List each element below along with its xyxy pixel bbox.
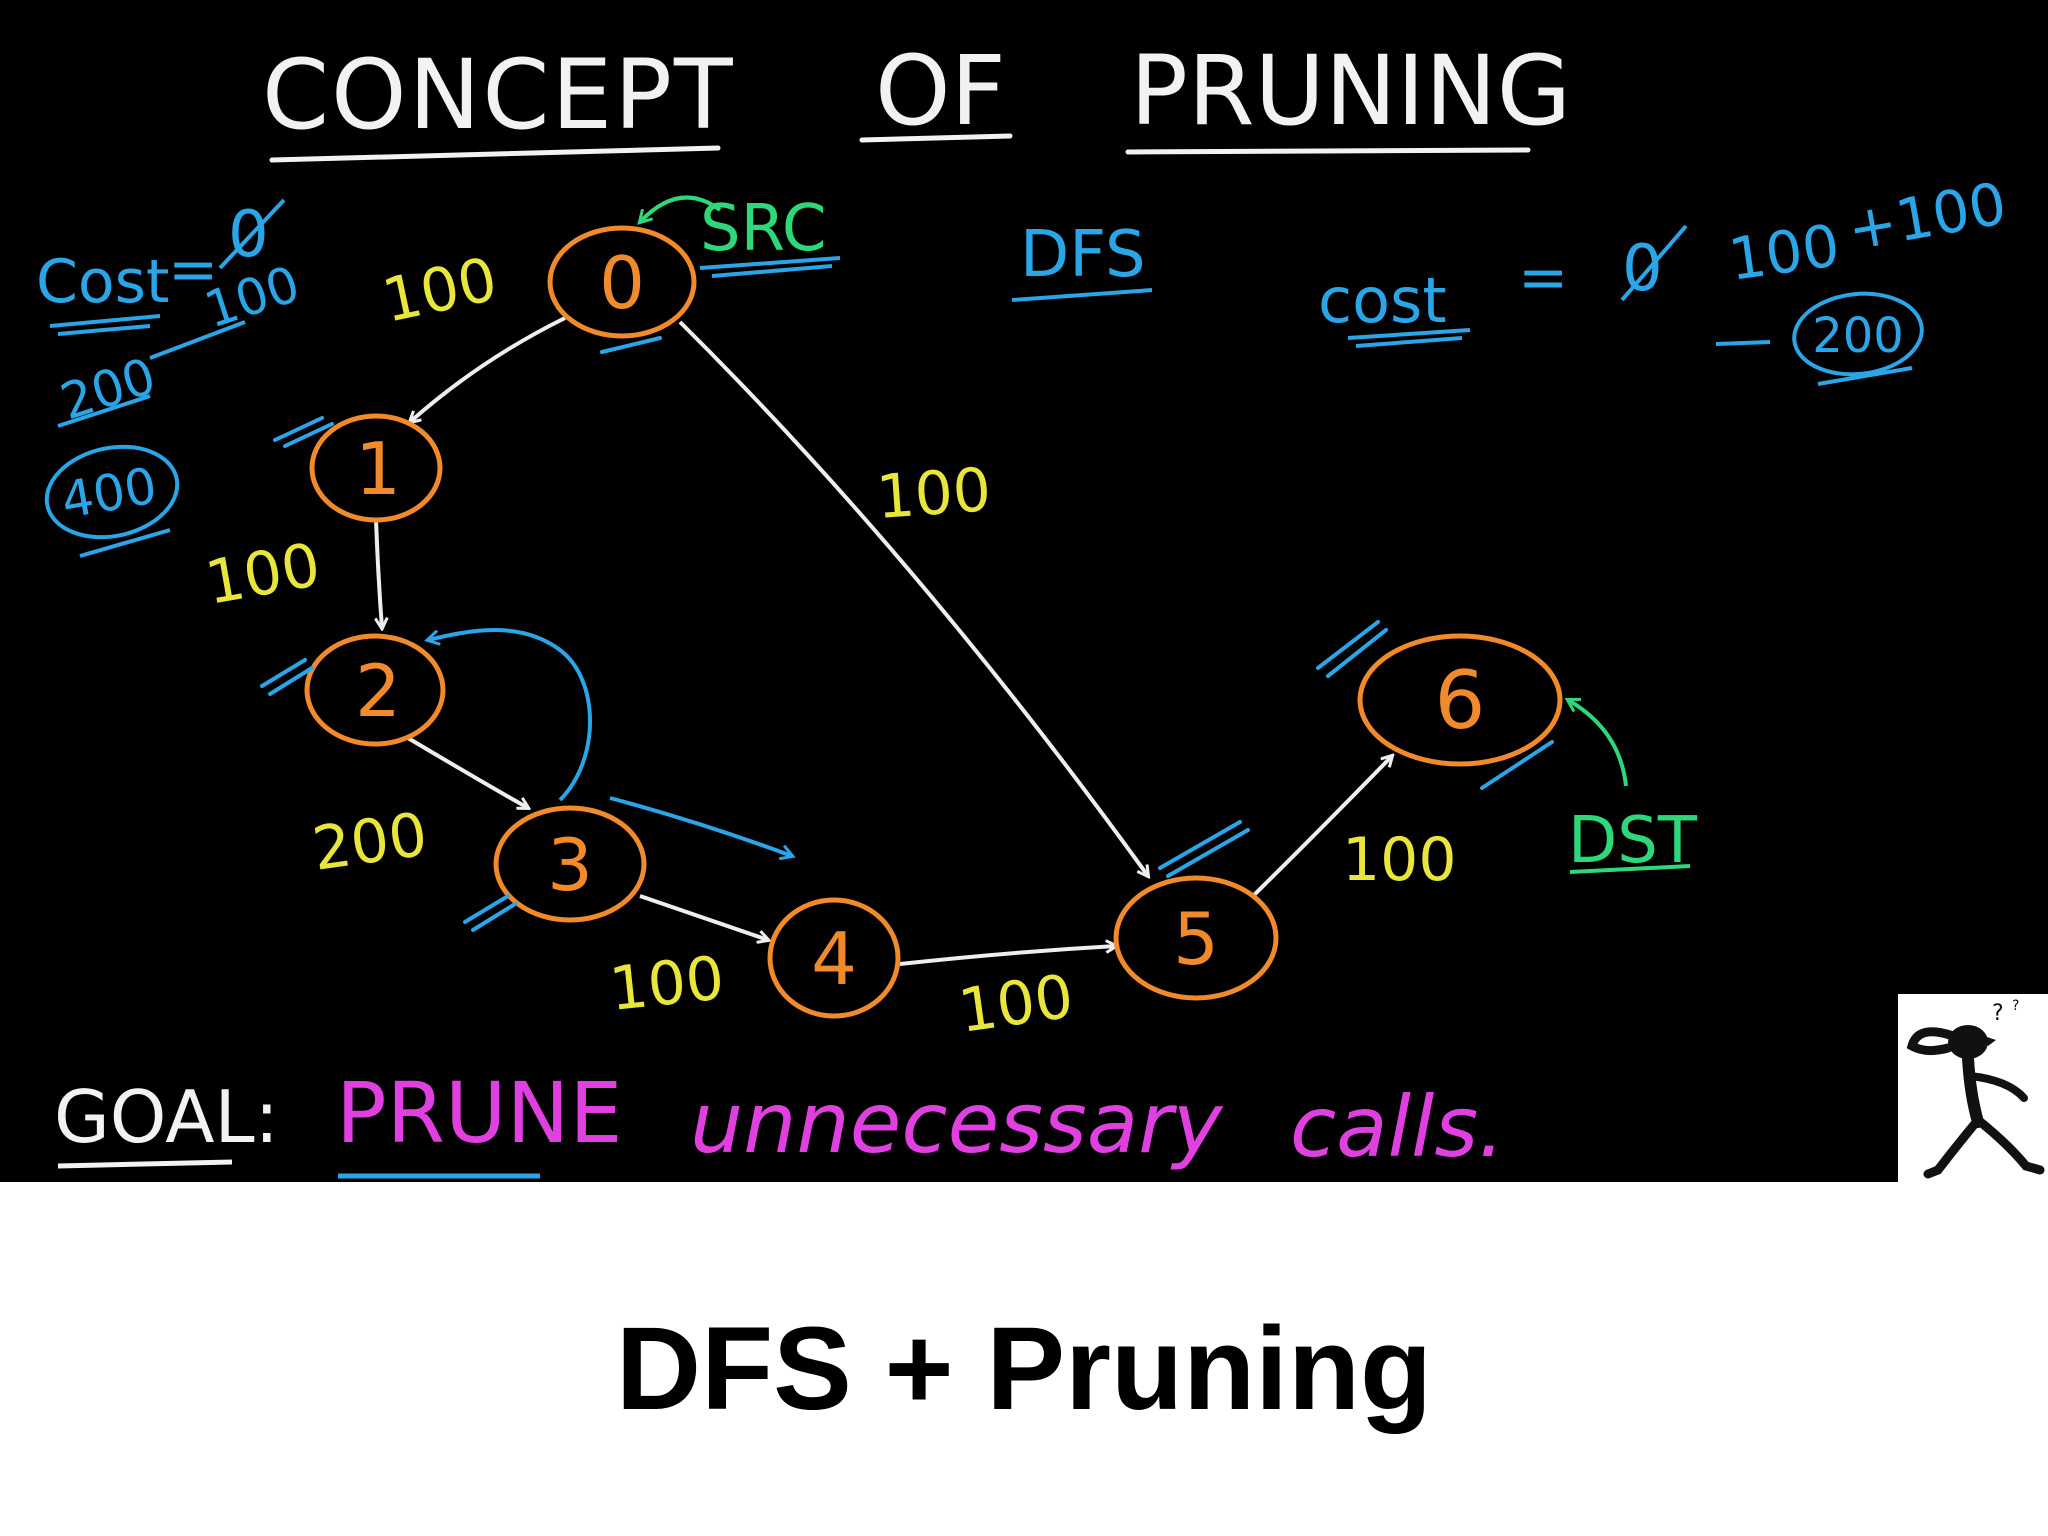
svg-text:200: 200 <box>54 347 163 432</box>
src-arrow <box>640 195 722 223</box>
svg-text:3: 3 <box>547 823 593 907</box>
title-underline-of <box>859 133 1013 143</box>
graph-node-6: 6 <box>1357 633 1563 767</box>
edge-weight-0-5: 100 <box>874 455 993 533</box>
src-label: SRC <box>700 192 827 266</box>
goal-underline <box>57 1159 233 1169</box>
algorithm-label: DFS <box>1020 218 1146 292</box>
svg-text:6: 6 <box>1435 654 1486 747</box>
svg-text:0: 0 <box>599 241 645 325</box>
slide-caption: DFS + Pruning <box>615 1303 1433 1435</box>
title-word-of: OF <box>875 35 1006 147</box>
svg-text:5: 5 <box>1173 897 1219 981</box>
edge-0-1 <box>410 316 566 422</box>
graph-node-5: 5 <box>1113 875 1279 1001</box>
edge-4-5 <box>899 946 1116 966</box>
title-word-concept: CONCEPT <box>262 39 735 151</box>
graph-node-2: 2 <box>304 633 446 747</box>
graph-node-1: 1 <box>309 413 443 523</box>
edge-weight-5-6: 100 <box>1342 825 1457 895</box>
edge-weight-2-3: 200 <box>308 800 431 885</box>
left-cost-notes: Cost = 0 100 200 400 <box>36 198 306 558</box>
svg-text:100: 100 <box>1724 211 1843 294</box>
thinking-stick-figure-icon: ? ? <box>1898 994 2048 1182</box>
dst-arrow <box>1568 700 1628 787</box>
edge-weight-0-1: 100 <box>377 244 504 336</box>
svg-text:?: ? <box>1992 1001 2004 1026</box>
goal-word-prune: PRUNE <box>336 1064 622 1162</box>
svg-text:+100: +100 <box>1843 169 2012 264</box>
edge-weight-4-5: 100 <box>954 962 1077 1047</box>
right-cost-notes: cost = 0 100 +100 200 <box>1318 169 2012 386</box>
edge-2-3 <box>406 736 528 808</box>
visited-marks <box>260 336 1554 932</box>
svg-text:=: = <box>168 235 218 305</box>
edge-0-5 <box>678 320 1148 876</box>
title-word-pruning: PRUNING <box>1130 35 1571 147</box>
edge-weight-1-2: 100 <box>200 530 325 619</box>
graph-node-4: 4 <box>767 897 901 1019</box>
graph-diagram: CONCEPT OF PRUNING 100 100 200 100 100 1… <box>36 35 2012 1179</box>
edge-1-2 <box>374 519 382 628</box>
goal-word-calls: calls. <box>1290 1078 1505 1176</box>
src-underline <box>699 256 841 270</box>
svg-text:1: 1 <box>355 427 401 511</box>
blackboard: CONCEPT OF PRUNING 100 100 200 100 100 1… <box>0 0 2048 1182</box>
goal-label: GOAL: <box>54 1075 279 1159</box>
edge-3-4 <box>639 894 768 940</box>
algorithm-underline <box>1011 288 1153 302</box>
svg-text:Cost: Cost <box>36 247 169 317</box>
edge-5-6 <box>1252 756 1392 897</box>
svg-text:400: 400 <box>57 456 161 530</box>
backtrack-arrow <box>428 628 592 802</box>
svg-text:?: ? <box>2012 998 2019 1014</box>
forward-arrow <box>609 796 792 856</box>
title-underline-concept <box>269 145 721 163</box>
svg-text:2: 2 <box>355 649 401 733</box>
svg-text:cost: cost <box>1318 264 1447 337</box>
svg-text:200: 200 <box>1812 308 1904 364</box>
dst-underline <box>1569 864 1691 874</box>
title-underline-pruning <box>1125 147 1531 155</box>
graph-node-0: 0 <box>547 225 697 339</box>
graph-node-3: 3 <box>493 805 647 923</box>
edge-weight-3-4: 100 <box>606 943 727 1025</box>
svg-text:=: = <box>1518 243 1568 313</box>
svg-text:4: 4 <box>811 917 857 1001</box>
goal-word-unnecessary: unnecessary <box>690 1074 1224 1172</box>
